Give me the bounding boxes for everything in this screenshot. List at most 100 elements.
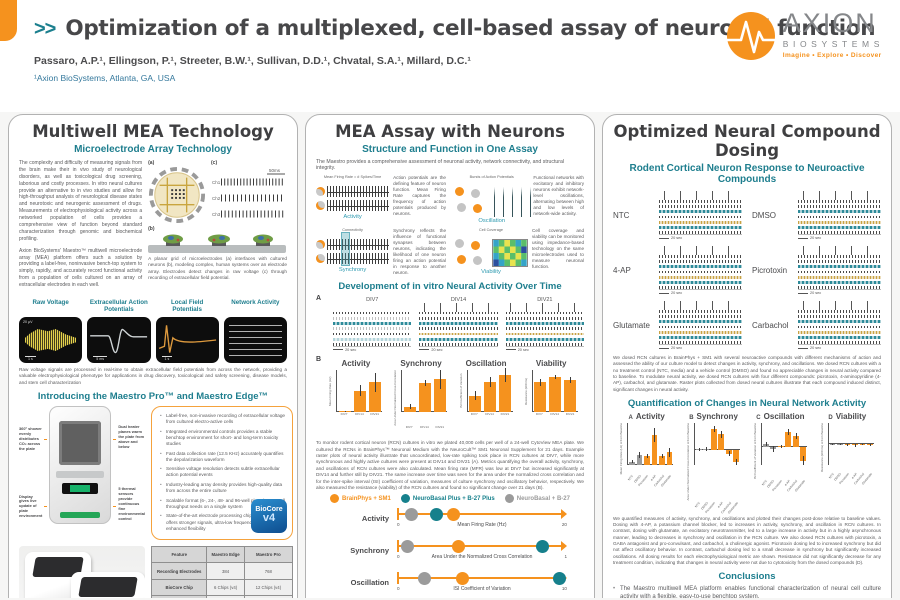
raster-carbachol: Carbachol 20 sec bbox=[752, 301, 881, 350]
panel-letter-B: B bbox=[316, 355, 322, 363]
signal-panel-lfp: Local Field Potentials 1 s bbox=[155, 299, 219, 364]
media-dot-icon bbox=[430, 507, 444, 521]
media-legend: BrainPhys + SM1 NeuroBasal Plus + B-27 Pl… bbox=[316, 494, 584, 504]
feature-bullet-list: Label-free, non-invasive recording of ex… bbox=[160, 413, 286, 532]
mea-figure: (a) (c) bbox=[148, 160, 287, 294]
poster-columns: Multiwell MEA Technology Microelectrode … bbox=[0, 112, 900, 598]
neuron-icon bbox=[316, 201, 325, 210]
svg-text:Ch2: Ch2 bbox=[212, 196, 221, 201]
neuron-icon bbox=[316, 187, 325, 196]
scale-50ms: 50ms bbox=[269, 168, 281, 173]
maestro-section-title: Introducing the Maestro Pro™ and Maestro… bbox=[37, 391, 269, 403]
svg-text:Ch3: Ch3 bbox=[212, 212, 221, 217]
mea-array-diagram: (a) bbox=[148, 160, 207, 226]
media-dot-icon bbox=[401, 539, 415, 553]
media-dot-icon bbox=[452, 539, 466, 553]
quadrant-tag: Activity bbox=[343, 214, 362, 220]
device-annotation: 5 thermal sensors provide continuous fin… bbox=[118, 486, 145, 521]
quadrant-tag: Oscillation bbox=[478, 218, 506, 224]
logo-subname: BIOSYSTEMS bbox=[782, 39, 884, 49]
maestro-feature-bullets: Label-free, non-invasive recording of ex… bbox=[150, 406, 293, 541]
media-dot-icon bbox=[447, 507, 461, 521]
svg-text:Ch1: Ch1 bbox=[212, 180, 221, 185]
spike-train bbox=[327, 186, 390, 197]
panel-multiwell-mea: Multiwell MEA Technology Microelectrode … bbox=[8, 114, 298, 598]
legend-dot-icon bbox=[504, 494, 514, 504]
media-dot-icon bbox=[535, 539, 549, 553]
neuron-icon bbox=[316, 254, 325, 263]
orange-corner-tab bbox=[0, 0, 17, 41]
panel3-title: Optimized Neural Compound Dosing bbox=[613, 122, 881, 160]
conclusions-title: Conclusions bbox=[718, 571, 776, 583]
raw-voltage-trace: 20 μV 1 s bbox=[19, 317, 83, 364]
spike-train bbox=[327, 239, 390, 250]
conclusions-list: The Maestro multiwell MEA platform enabl… bbox=[613, 585, 881, 598]
development-caption: To monitor rodent cortical neuron (RCN) … bbox=[316, 440, 584, 490]
biocore-v4-logo: BioCore v4 bbox=[250, 499, 287, 534]
development-section-title: Development of in vitro Neural Activity … bbox=[338, 280, 562, 292]
legend-item: BrainPhys + SM1 bbox=[330, 494, 391, 504]
raster-4ap: 4-AP 20 sec bbox=[613, 246, 742, 295]
spike-traces-diagram: (c) 50ms Ch1 Ch2 Ch3 bbox=[211, 160, 285, 218]
quantification-title: Quantification of Changes in Neural Netw… bbox=[627, 398, 867, 410]
quadrant-synchrony: Connectivity Synchrony Synchrony reflect… bbox=[316, 228, 446, 276]
media-dot-icon bbox=[552, 571, 566, 585]
panel-mea-assay: MEA Assay with Neurons Structure and Fun… bbox=[305, 114, 595, 598]
raster-plot-div14 bbox=[419, 302, 498, 347]
panel-letter-A: A bbox=[316, 294, 322, 302]
raster-plot-div21 bbox=[505, 302, 584, 347]
device-annotation: Dual heater planes warm the plate from a… bbox=[118, 424, 145, 449]
raster-picrotoxin: Picrotoxin 20 sec bbox=[752, 246, 881, 295]
network-diagram bbox=[454, 238, 488, 268]
quantification-caption: We quantified measures of activity, sync… bbox=[613, 515, 881, 566]
media-dot-icon bbox=[455, 571, 469, 585]
raster-glutamate: Glutamate 20 sec bbox=[613, 301, 742, 350]
signal-panel-raw-voltage: Raw Voltage 20 μV 1 s bbox=[19, 299, 83, 364]
legend-dot-icon bbox=[400, 494, 410, 504]
axion-logo: AXION BIOSYSTEMS Imagine • Explore • Dis… bbox=[725, 10, 884, 62]
quadrant-tag: Synchrony bbox=[338, 267, 367, 273]
network-diagram bbox=[454, 186, 488, 216]
network-activity-trace bbox=[223, 317, 287, 364]
media-dot-icon bbox=[404, 507, 418, 521]
maestro-units-photo bbox=[19, 546, 145, 598]
raster-dmso: DMSO 20 sec bbox=[752, 191, 881, 240]
panel-compound-dosing: Optimized Neural Compound Dosing Rodent … bbox=[602, 114, 892, 598]
panel1-body-text: The complexity and difficulty of measuri… bbox=[19, 160, 142, 294]
electrode-sideview-diagram: (b) bbox=[148, 226, 287, 256]
spike-train bbox=[327, 253, 390, 264]
maestro-device-illustration bbox=[49, 406, 112, 525]
panel2-intro: The Maestro provides a comprehensive ass… bbox=[316, 159, 565, 171]
quadrant-oscillation: Bursts of Action Potentials Oscillation … bbox=[454, 175, 584, 224]
raster-ntc: NTC 20 sec bbox=[613, 191, 742, 240]
signal-panel-extracellular-ap: Extracellular Action Potentials 5 ms bbox=[87, 299, 151, 364]
device-annotation: Display gives live update of plate envir… bbox=[19, 493, 43, 519]
spike-train bbox=[327, 200, 390, 211]
logo-tagline: Imagine • Explore • Discover bbox=[782, 51, 882, 59]
legend-dot-icon bbox=[330, 494, 340, 504]
coverage-heatmap bbox=[492, 239, 528, 267]
compound-rasters: NTC 20 sec DMSO 20 sec 4-AP 20 sec Picro… bbox=[613, 191, 881, 350]
neuron-icon bbox=[316, 240, 325, 249]
device-annotation: 360° shower evenly distributes CO₂ acros… bbox=[19, 426, 42, 451]
legend-item: NeuroBasal Plus + B-27 Plus bbox=[400, 494, 495, 504]
panel1-title: Multiwell MEA Technology bbox=[32, 122, 274, 141]
panel2-title: MEA Assay with Neurons bbox=[335, 122, 565, 141]
logo-name: AXION bbox=[782, 8, 877, 38]
mea-figure-caption: A planar grid of microelectrodes (a) int… bbox=[148, 256, 287, 281]
legend-item: NeuroBasal + B-27 bbox=[504, 494, 570, 504]
signal-panel-network: Network Activity bbox=[223, 299, 287, 364]
